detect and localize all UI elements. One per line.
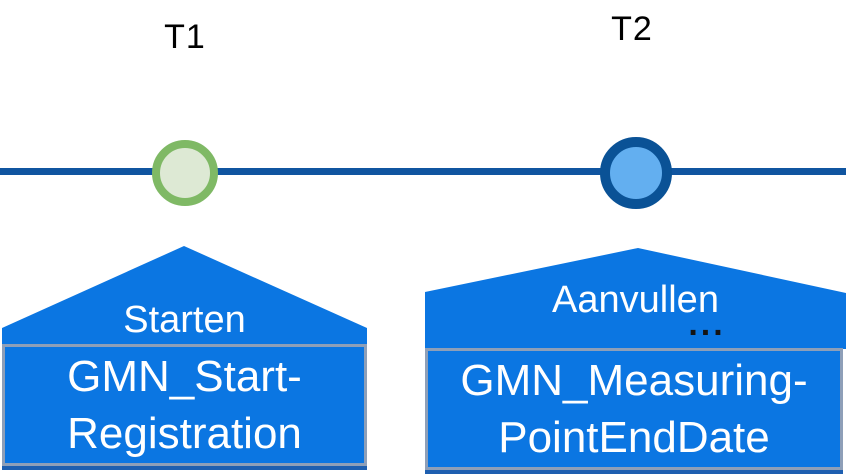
t1-marker-circle: [152, 140, 218, 206]
callout-box-starten: GMN_Start- Registration: [2, 344, 367, 466]
callout-arrow-aanvullen: Aanvullen ...: [425, 248, 846, 349]
callout-code-line: PointEndDate: [498, 413, 770, 462]
t2-marker-circle: [600, 137, 672, 209]
callout-code-line: GMN_Start-: [67, 352, 302, 401]
callout-box-aanvullen: GMN_Measuring- PointEndDate: [425, 348, 843, 470]
callout-title-starten: Starten: [123, 299, 246, 341]
timepoint-label-t1: T1: [164, 18, 206, 56]
ellipsis-dots: ...: [688, 305, 726, 343]
callout-code-line: Registration: [67, 409, 302, 458]
timepoint-label-t2: T2: [611, 10, 653, 48]
callout-title-aanvullen: Aanvullen: [552, 279, 719, 321]
timeline-line: [0, 168, 846, 175]
callout-arrow-starten: Starten: [2, 246, 367, 345]
callout-code-line: GMN_Measuring-: [460, 356, 808, 405]
